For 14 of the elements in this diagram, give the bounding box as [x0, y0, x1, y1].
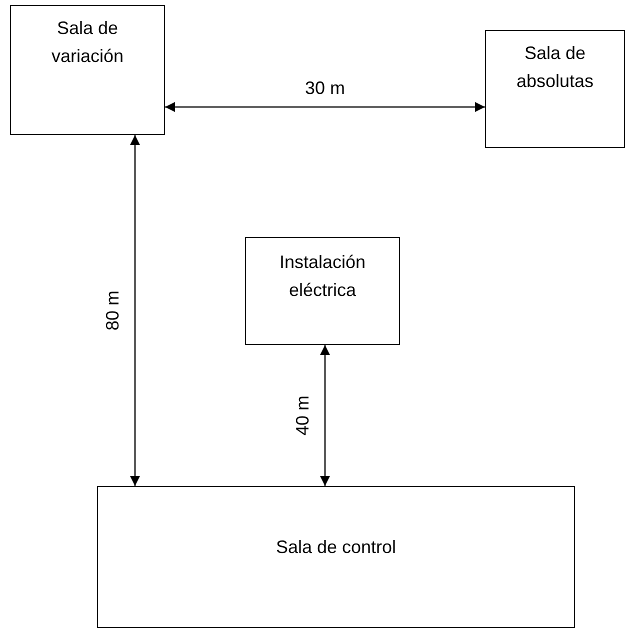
double-arrow [130, 135, 140, 486]
room-box [97, 486, 575, 628]
edge-label: 80 m [102, 289, 124, 333]
edge-label: 40 m [292, 394, 314, 438]
room-box [485, 30, 625, 148]
edge-label: 30 m [304, 78, 346, 99]
room-box [10, 5, 165, 135]
room-name: Sala de absolutas [515, 42, 595, 93]
double-arrow [165, 102, 485, 112]
room-name: Sala de variación [50, 17, 125, 68]
double-arrow [320, 345, 330, 486]
room-name: Sala de control [274, 536, 398, 559]
room-box [245, 237, 400, 345]
room-name: Instalación eléctrica [278, 251, 367, 302]
